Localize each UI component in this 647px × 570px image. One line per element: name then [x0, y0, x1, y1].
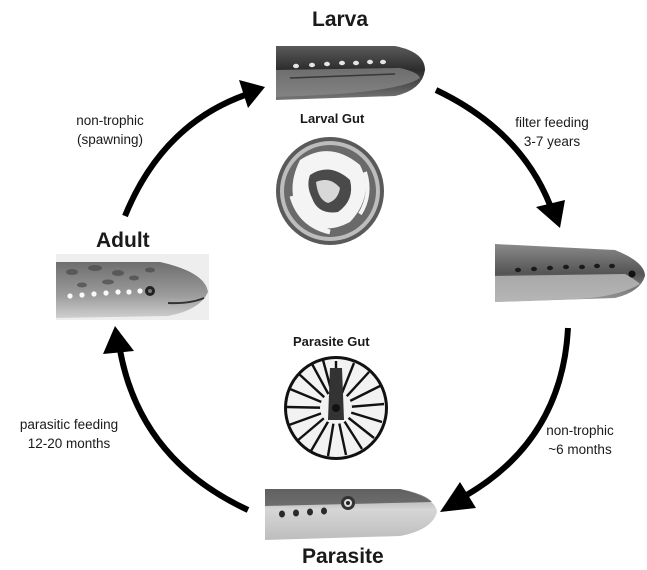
adult-title: Adult: [96, 229, 150, 253]
label-non-trophic-spawning: non-trophic (spawning): [60, 111, 160, 149]
label-non-trophic-juvenile-line1: non-trophic: [532, 421, 628, 440]
parasite-photo: [265, 485, 437, 541]
parasite-title: Parasite: [302, 545, 384, 569]
arrow-juvenile-to-parasite: [440, 328, 568, 512]
larva-title: Larva: [312, 8, 368, 32]
label-filter-feeding-line2: 3-7 years: [500, 132, 604, 151]
arrow-larva-to-juvenile: [436, 90, 565, 228]
label-parasitic-feeding: parasitic feeding 12-20 months: [6, 415, 132, 453]
larval-gut-image: [276, 137, 384, 245]
larval-gut-title: Larval Gut: [300, 111, 364, 126]
label-filter-feeding-line1: filter feeding: [500, 113, 604, 132]
label-non-trophic-juvenile-line2: ~6 months: [532, 440, 628, 459]
juvenile-photo: [495, 240, 645, 302]
label-non-trophic-juvenile: non-trophic ~6 months: [532, 421, 628, 459]
label-non-trophic-spawning-line1: non-trophic: [60, 111, 160, 130]
label-parasitic-feeding-line1: parasitic feeding: [6, 415, 132, 434]
label-non-trophic-spawning-line2: (spawning): [60, 130, 160, 149]
label-filter-feeding: filter feeding 3-7 years: [500, 113, 604, 151]
parasite-gut-image: [284, 356, 388, 460]
adult-photo: [56, 254, 209, 320]
larva-photo: [276, 42, 425, 100]
label-parasitic-feeding-line2: 12-20 months: [6, 434, 132, 453]
parasite-gut-title: Parasite Gut: [293, 334, 370, 349]
